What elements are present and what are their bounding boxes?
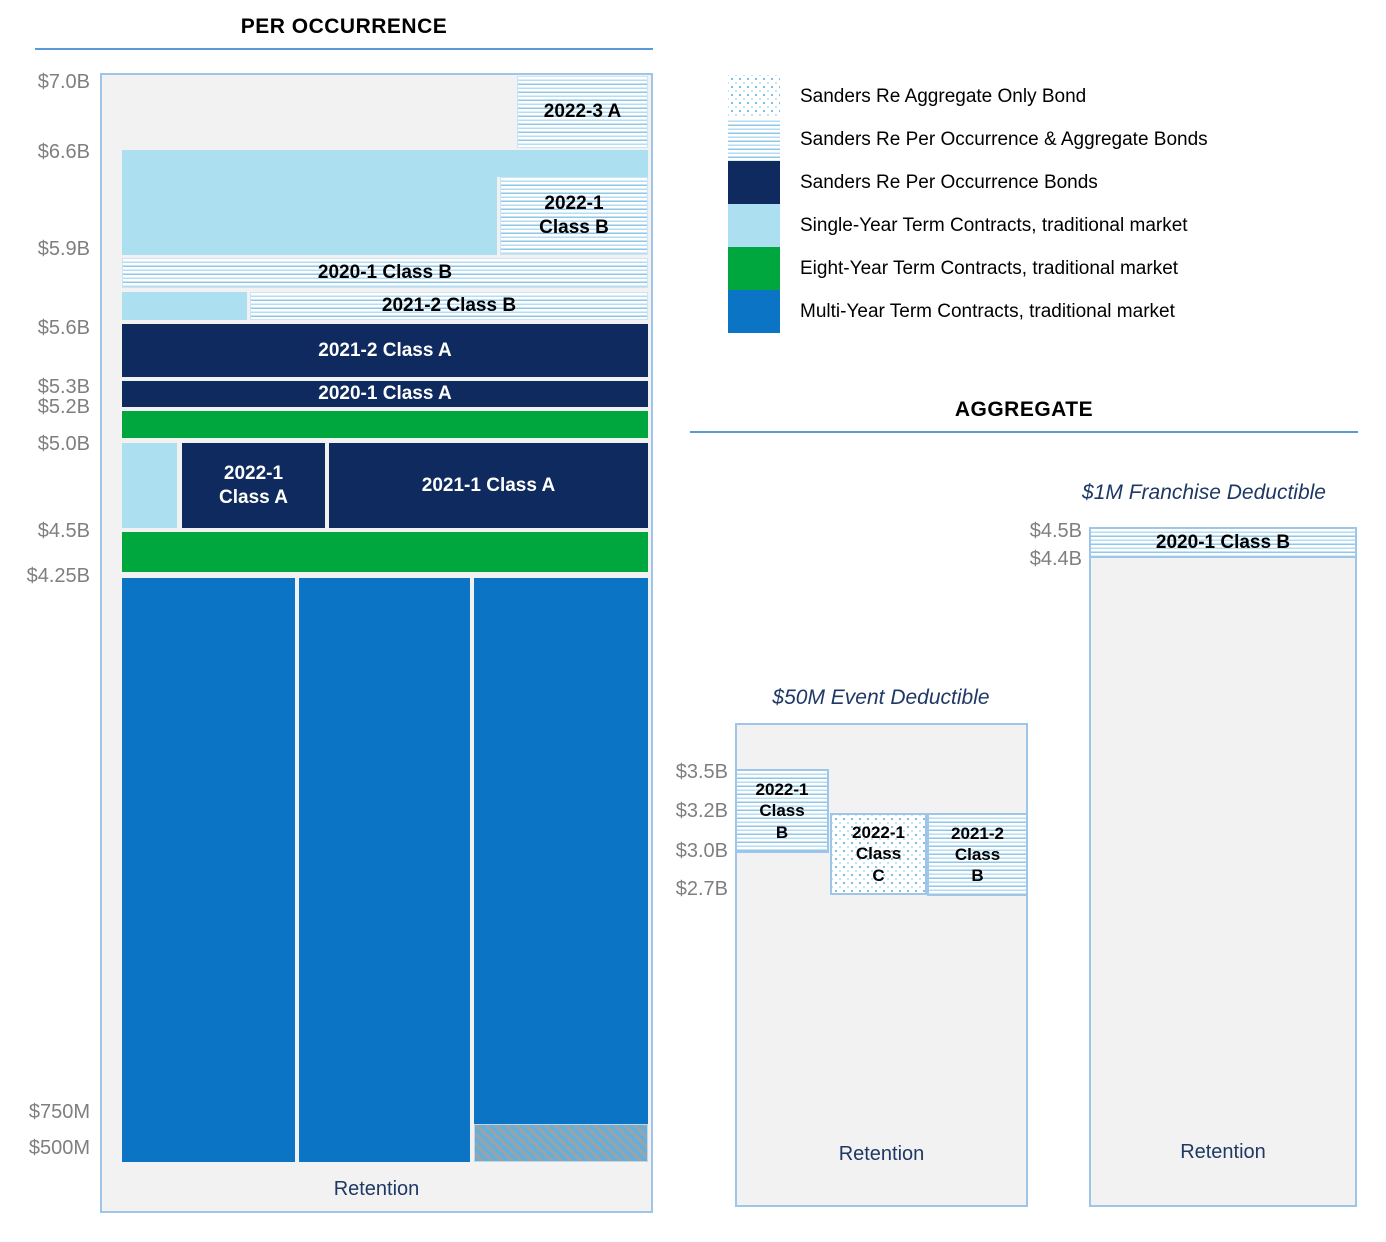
- axis-label: $7.0B: [37, 71, 90, 93]
- band-2021-1-class-a: 2021-1 Class A: [329, 443, 648, 528]
- axis-label: $6.6B: [37, 141, 90, 163]
- franchise-deductible-tower: 2020-1 Class B Retention: [1089, 527, 1357, 1207]
- retention-label: Retention: [838, 1143, 925, 1165]
- band-label: 2021-1 Class A: [421, 474, 556, 496]
- retention-label: Retention: [333, 1178, 420, 1200]
- single-year-contracts-band: [122, 150, 497, 255]
- legend-item: Multi-Year Term Contracts, traditional m…: [728, 290, 1208, 333]
- legend-label: Multi-Year Term Contracts, traditional m…: [800, 300, 1175, 322]
- axis-label: $5.3B: [37, 376, 90, 398]
- band-label: 2022-1 Class B: [755, 780, 809, 842]
- legend-item: Sanders Re Per Occurrence Bonds: [728, 161, 1208, 204]
- navy-swatch-icon: [728, 161, 780, 204]
- legend: Sanders Re Aggregate Only Bond Sanders R…: [728, 75, 1208, 333]
- axis-label: $5.9B: [37, 238, 90, 260]
- axis-label: $4.5B: [1029, 520, 1082, 542]
- legend-label: Single-Year Term Contracts, traditional …: [800, 214, 1188, 236]
- eight-year-contracts-band: [122, 532, 648, 572]
- axis-label: $3.0B: [675, 840, 728, 862]
- axis-label: $5.6B: [37, 317, 90, 339]
- multi-year-contracts-column: [474, 578, 648, 1162]
- legend-item: Eight-Year Term Contracts, traditional m…: [728, 247, 1208, 290]
- retention-label: Retention: [1180, 1141, 1266, 1163]
- band-2022-1-class-b: 2022-1 Class B: [500, 177, 648, 255]
- dotted-swatch-icon: [728, 75, 780, 118]
- band-label: 2022-1 Class A: [219, 462, 288, 508]
- band-2022-1-class-c: 2022-1 Class C: [830, 813, 927, 895]
- axis-label: $3.2B: [675, 800, 728, 822]
- legend-label: Sanders Re Per Occurrence Bonds: [800, 171, 1098, 193]
- band-label: 2020-1 Class A: [318, 383, 452, 405]
- event-deductible-tower: 2022-1 Class B 2022-1 Class C 2021-2 Cla…: [735, 723, 1028, 1207]
- legend-item: Sanders Re Aggregate Only Bond: [728, 75, 1208, 118]
- axis-label: $4.25B: [26, 565, 90, 587]
- legend-label: Sanders Re Per Occurrence & Aggregate Bo…: [800, 128, 1208, 150]
- band-2020-1-class-a: 2020-1 Class A: [122, 381, 648, 407]
- hatched-expiring-band: [474, 1124, 648, 1162]
- per-occurrence-title-rule: [35, 48, 653, 50]
- legend-label: Sanders Re Aggregate Only Bond: [800, 85, 1087, 107]
- band-2022-3-a: 2022-3 A: [517, 76, 648, 148]
- aggregate-title: AGGREGATE: [954, 398, 1094, 421]
- band-2022-1-class-b: 2022-1 Class B: [735, 769, 829, 853]
- legend-label: Eight-Year Term Contracts, traditional m…: [800, 257, 1179, 279]
- band-2020-1-class-b: 2020-1 Class B: [1089, 527, 1357, 558]
- band-label: 2020-1 Class B: [1155, 531, 1291, 553]
- axis-label: $4.4B: [1029, 548, 1082, 570]
- aggregate-title-rule: [690, 431, 1358, 433]
- cyan-swatch-icon: [728, 204, 780, 247]
- multi-year-contracts-column: [299, 578, 470, 1162]
- axis-label: $750M: [28, 1101, 90, 1123]
- multi-year-contracts-column: [122, 578, 295, 1162]
- band-label: 2021-2 Class B: [951, 823, 1004, 886]
- per-occurrence-title: PER OCCURRENCE: [240, 15, 448, 38]
- green-swatch-icon: [728, 247, 780, 290]
- axis-label: $5.2B: [37, 396, 90, 418]
- band-2020-1-class-b: 2020-1 Class B: [122, 258, 648, 288]
- axis-label: $3.5B: [675, 761, 728, 783]
- event-deductible-title: $50M Event Deductible: [772, 686, 990, 709]
- blue-swatch-icon: [728, 290, 780, 333]
- band-label: 2021-2 Class B: [381, 295, 517, 317]
- band-2021-2-class-b: 2021-2 Class B: [927, 813, 1028, 896]
- eight-year-contracts-band: [122, 411, 648, 438]
- band-2021-2-class-a: 2021-2 Class A: [122, 324, 648, 377]
- band-2022-1-class-a: 2022-1 Class A: [182, 443, 325, 528]
- axis-label: $4.5B: [37, 520, 90, 542]
- band-label: 2022-1 Class B: [539, 193, 609, 238]
- striped-swatch-icon: [728, 118, 780, 161]
- single-year-contracts-band: [122, 443, 177, 528]
- band-label: 2021-2 Class A: [318, 339, 452, 361]
- axis-label: $2.7B: [675, 878, 728, 900]
- legend-item: Single-Year Term Contracts, traditional …: [728, 204, 1208, 247]
- band-2021-2-class-b: 2021-2 Class B: [250, 292, 648, 320]
- single-year-contracts-band: [122, 292, 247, 320]
- band-label: 2020-1 Class B: [317, 262, 453, 284]
- legend-item: Sanders Re Per Occurrence & Aggregate Bo…: [728, 118, 1208, 161]
- single-year-contracts-band: [497, 150, 648, 177]
- per-occurrence-tower: 2022-3 A 2022-1 Class B 2020-1 Class B 2…: [100, 73, 653, 1213]
- axis-label: $500M: [28, 1137, 90, 1159]
- franchise-deductible-title: $1M Franchise Deductible: [1082, 481, 1326, 504]
- axis-label: $5.0B: [37, 433, 90, 455]
- band-label: 2022-3 A: [543, 101, 622, 123]
- band-label: 2022-1 Class C: [852, 823, 905, 885]
